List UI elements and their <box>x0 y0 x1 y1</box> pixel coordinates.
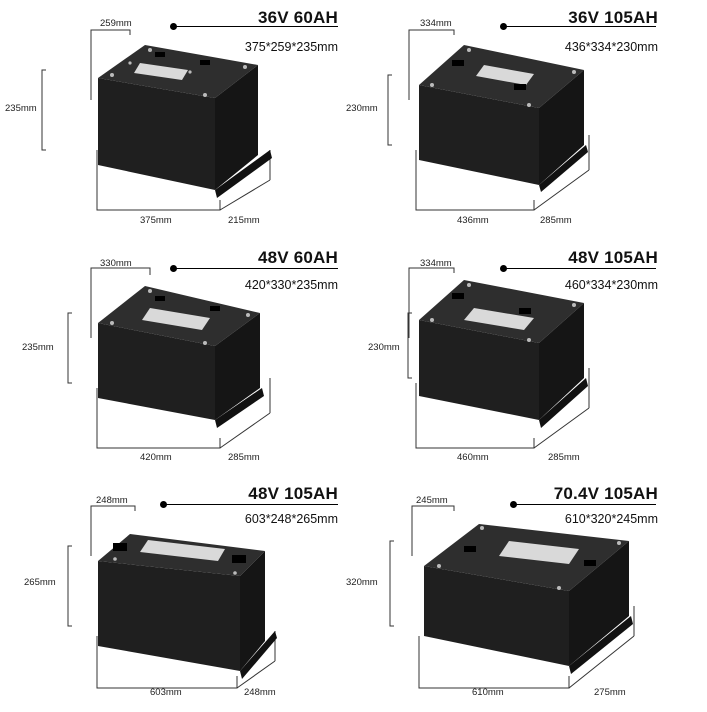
battery-dimensions: 460*334*230mm <box>564 278 658 292</box>
length-dimension: 420mm <box>140 452 172 463</box>
width-dimension: 334mm <box>420 258 452 269</box>
title-underline <box>166 504 338 505</box>
height-dimension: 230mm <box>368 342 400 353</box>
depth-dimension: 285mm <box>548 452 580 463</box>
width-dimension: 248mm <box>96 495 128 506</box>
title-underline <box>176 26 338 27</box>
battery-panel-36v-105ah: 334mm 230mm 436mm 285mm 36V 105AH 436*33… <box>346 0 704 236</box>
length-dimension: 460mm <box>457 452 489 463</box>
battery-title: 48V 60AH <box>257 248 338 267</box>
battery-panel-70-4v-105ah: 245mm 320mm 610mm 275mm 70.4V 105AH 610*… <box>346 476 704 712</box>
depth-dimension: 285mm <box>228 452 260 463</box>
title-underline <box>506 268 656 269</box>
width-dimension: 330mm <box>100 258 132 269</box>
battery-title: 36V 105AH <box>568 8 658 27</box>
bullet-icon <box>500 23 507 30</box>
battery-drawing <box>387 29 590 211</box>
battery-panel-48v-105ah-long: 248mm 265mm 603mm 248mm 48V 105AH 603*24… <box>0 476 350 712</box>
height-dimension: 230mm <box>346 103 378 114</box>
length-dimension: 436mm <box>457 215 489 226</box>
height-dimension: 320mm <box>346 577 378 588</box>
battery-title: 36V 60AH <box>257 8 338 27</box>
battery-dimensions: 436*334*230mm <box>564 40 658 54</box>
title-underline <box>516 504 656 505</box>
title-underline <box>176 268 338 269</box>
battery-dimensions: 610*320*245mm <box>564 512 658 526</box>
battery-dimensions: 603*248*265mm <box>244 512 338 526</box>
length-dimension: 375mm <box>140 215 172 226</box>
depth-dimension: 285mm <box>540 215 572 226</box>
width-dimension: 259mm <box>100 18 132 29</box>
battery-panel-48v-105ah: 334mm 230mm 460mm 285mm 48V 105AH 460*33… <box>354 238 704 474</box>
bullet-icon <box>170 23 177 30</box>
battery-title: 48V 105AH <box>248 484 338 503</box>
battery-dimensions: 375*259*235mm <box>244 40 338 54</box>
battery-title: 70.4V 105AH <box>553 484 658 503</box>
depth-dimension: 275mm <box>594 687 626 698</box>
depth-dimension: 215mm <box>228 215 260 226</box>
battery-drawing <box>389 505 635 689</box>
height-dimension: 235mm <box>22 342 54 353</box>
battery-drawing <box>41 29 272 211</box>
battery-title: 48V 105AH <box>568 248 658 267</box>
bullet-icon <box>170 265 177 272</box>
bullet-icon <box>160 501 167 508</box>
bullet-icon <box>500 265 507 272</box>
battery-dimensions: 420*330*235mm <box>244 278 338 292</box>
length-dimension: 610mm <box>472 687 504 698</box>
depth-dimension: 248mm <box>244 687 276 698</box>
height-dimension: 235mm <box>5 103 37 114</box>
length-dimension: 603mm <box>150 687 182 698</box>
battery-panel-36v-60ah: 259mm 235mm 375mm 215mm 36V 60AH 375*259… <box>0 0 350 236</box>
battery-panel-48v-60ah: 330mm 235mm 420mm 285mm 48V 60AH 420*330… <box>0 238 350 474</box>
width-dimension: 245mm <box>416 495 448 506</box>
height-dimension: 265mm <box>24 577 56 588</box>
battery-drawing <box>67 267 271 449</box>
battery-drawing <box>67 505 277 689</box>
width-dimension: 334mm <box>420 18 452 29</box>
bullet-icon <box>510 501 517 508</box>
title-underline <box>506 26 656 27</box>
battery-drawing <box>407 267 590 449</box>
